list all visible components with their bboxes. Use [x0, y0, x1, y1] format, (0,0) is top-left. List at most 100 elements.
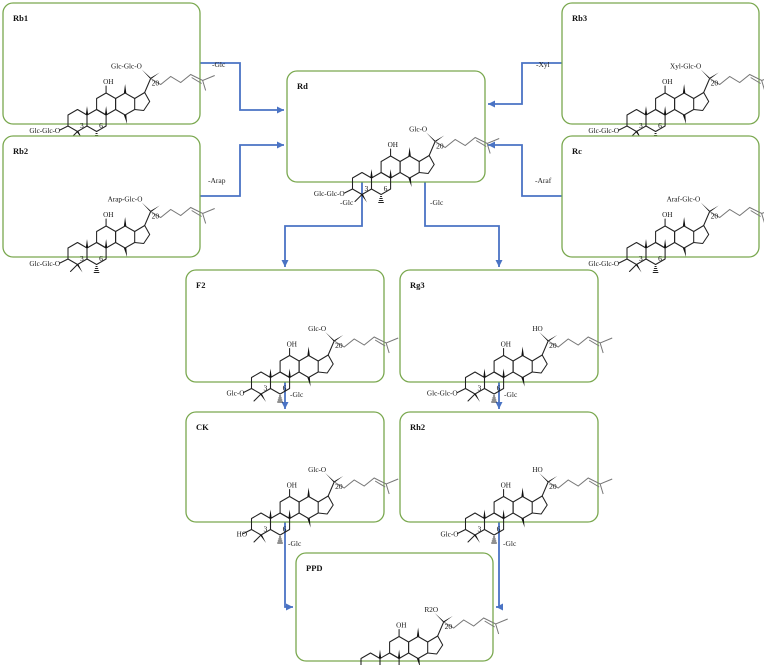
methyl-wedge	[123, 248, 128, 257]
compound-name: Rd	[297, 81, 308, 91]
c17-c20-bond	[541, 340, 549, 356]
c6-position-number: 6	[99, 254, 103, 263]
double-bond	[750, 77, 761, 84]
methyl-wedge	[408, 147, 411, 156]
methyl-wedge	[644, 239, 648, 248]
c20-o-wedge	[539, 473, 549, 483]
double-bond	[374, 339, 386, 347]
terminal-methyl	[486, 143, 491, 154]
c3-substituent-label: Glc-Glc-O	[427, 390, 458, 398]
conversion-arrows: -Glc-Arap-Xyl-Araf-Glc-Glc-Glc-Glc-Glc-G…	[200, 60, 562, 611]
c20-position-number: 20	[711, 79, 719, 88]
c20-o-wedge	[700, 202, 710, 213]
c4-methyl-bond	[467, 393, 476, 402]
terminal-methyl	[761, 213, 764, 224]
arrowhead	[496, 603, 503, 611]
conversion-label: -Glc	[212, 60, 226, 69]
methyl-wedge	[123, 115, 128, 124]
c20-position-number: 20	[549, 341, 557, 350]
compound-box	[2, 135, 201, 258]
c20-o-wedge	[426, 132, 436, 143]
c4-methyl-bond	[69, 263, 79, 273]
c20-o-wedge	[325, 473, 335, 483]
c17-c20-bond	[144, 77, 152, 94]
c6-position-number: 6	[99, 121, 103, 130]
c3-position-number: 3	[80, 121, 84, 130]
c3-position-number: 3	[639, 121, 643, 130]
compound-name: Rb1	[13, 13, 28, 23]
arrowhead	[495, 260, 503, 267]
c4-methyl-wedge	[361, 194, 367, 203]
compound-box	[2, 2, 201, 125]
ring-d-bond	[134, 224, 151, 245]
arrowhead	[281, 260, 289, 267]
c6-position-number: 6	[384, 184, 388, 193]
c4-methyl-wedge	[76, 264, 83, 273]
c17-c20-bond	[428, 140, 436, 157]
conversion-label: -Araf	[535, 176, 552, 185]
c3-position-number: 3	[639, 254, 643, 263]
terminal-methyl	[599, 483, 604, 495]
methyl-wedge	[307, 487, 310, 497]
methyl-wedge	[521, 377, 525, 387]
c17-c20-bond	[541, 481, 549, 497]
c4-methyl-bond	[467, 534, 476, 543]
c20-substituent-label: Araf-Glc-O	[667, 196, 701, 204]
methyl-wedge	[123, 217, 127, 226]
ring-d-bond	[427, 635, 444, 655]
c12-hydroxyl-label: OH	[501, 482, 511, 490]
c17-c20-bond	[327, 340, 335, 356]
c3-o-bond	[456, 387, 466, 394]
methyl-wedge	[288, 368, 291, 378]
compound-box	[399, 269, 599, 383]
c20-substituent-label: HO	[532, 325, 542, 333]
c3-substituent-label: Glc-Glc-O	[588, 127, 619, 135]
conversion-arrow	[200, 62, 284, 111]
conversion-arrow	[200, 144, 284, 197]
c12-hydroxyl-label: OH	[103, 78, 113, 86]
conversion-arrow	[424, 182, 500, 267]
c3-position-number: 3	[264, 525, 268, 534]
double-bond	[191, 77, 202, 84]
double-bond	[191, 210, 202, 217]
compound-name: Rb3	[572, 13, 587, 23]
c3-substituent-label: Glc-Glc-O	[314, 190, 345, 198]
structure: OHR2O20R1O36	[360, 606, 508, 665]
c17-c20-bond	[437, 621, 445, 637]
c6-position-number: 6	[283, 384, 287, 393]
methyl-wedge	[521, 487, 524, 497]
conversion-label: -Xyl	[536, 60, 550, 69]
ring-d-bond	[317, 354, 334, 374]
c3-position-number: 3	[80, 254, 84, 263]
c20-position-number: 20	[436, 142, 444, 151]
compound-name: Rh2	[410, 422, 425, 432]
double-bond	[588, 480, 600, 488]
methyl-wedge	[483, 368, 486, 378]
c3-substituent-label: Glc-O	[226, 390, 244, 398]
c3-position-number: 3	[264, 384, 268, 393]
arrowhead	[286, 603, 293, 611]
arrowhead	[277, 141, 284, 149]
methyl-wedge	[682, 115, 687, 124]
compound-box	[185, 269, 385, 383]
conversion-label: -Glc	[340, 198, 354, 207]
c3-substituent-label: Glc-Glc-O	[29, 260, 60, 268]
ring-d-bond	[693, 91, 710, 112]
double-bond	[374, 480, 386, 488]
c3-o-bond	[456, 528, 466, 535]
c20-substituent-label: Glc-O	[409, 126, 427, 134]
compound-name: Rg3	[410, 280, 425, 290]
c20-position-number: 20	[152, 79, 160, 88]
compound-name: Rc	[572, 146, 582, 156]
c20-position-number: 20	[152, 212, 160, 221]
